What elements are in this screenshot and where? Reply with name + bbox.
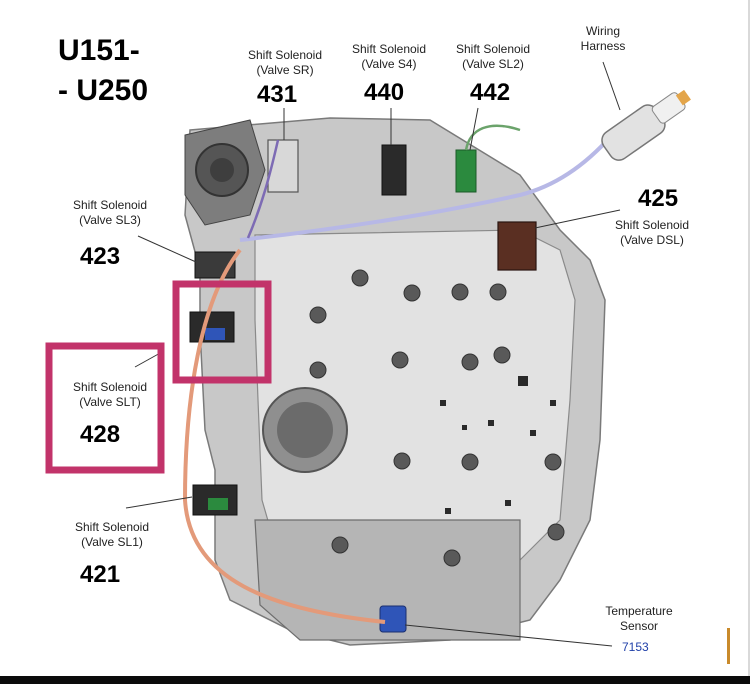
label-sl3-name: Shift Solenoid [72, 198, 148, 212]
label-s4-name: Shift Solenoid [351, 42, 427, 56]
label-s4-valve: (Valve S4) [361, 57, 417, 71]
bolt [544, 453, 562, 471]
solenoid-sl2 [455, 149, 477, 193]
leader-harness [602, 61, 621, 111]
page-title-line1: U151- [58, 34, 140, 67]
round-port-inner [277, 402, 333, 458]
plate-hole [462, 425, 467, 430]
code-sr: 431 [257, 81, 298, 108]
plate-hole-group [440, 376, 556, 514]
right-accent-bar [727, 628, 730, 664]
label-dsl-name: Shift Solenoid [614, 218, 690, 232]
label-temp-line2: Sensor [619, 619, 659, 633]
bolt [309, 306, 327, 324]
code-sl1: 421 [80, 561, 121, 588]
code-temp: 7153 [622, 640, 649, 654]
bolt [403, 284, 421, 302]
label-sl2-valve: (Valve SL2) [462, 57, 524, 71]
page-title-line2: - U250 [58, 74, 149, 107]
bolt [461, 353, 479, 371]
plate-hole [445, 508, 451, 514]
bolt [443, 549, 461, 567]
highlight-label-box [45, 342, 165, 474]
wire-harness-cable [239, 133, 614, 242]
plate-hole [488, 420, 494, 426]
label-slt-valve: (Valve SLT) [79, 395, 141, 409]
plate-hole [550, 400, 556, 406]
code-dsl: 425 [638, 185, 679, 212]
solenoid-slt-cap [205, 328, 225, 340]
plate-hole [530, 430, 536, 436]
bolt [351, 269, 369, 287]
label-dsl: Shift Solenoid (Valve DSL) [600, 218, 704, 248]
label-sl2-name: Shift Solenoid [455, 42, 531, 56]
solenoid-sl1-cap [208, 498, 228, 510]
right-edge-line [748, 0, 750, 684]
label-sl3: Shift Solenoid (Valve SL3) [58, 198, 162, 228]
bolt [451, 283, 469, 301]
label-sl1-name: Shift Solenoid [74, 520, 150, 534]
leader-sl1 [125, 496, 193, 509]
bolt [309, 361, 327, 379]
label-harness-line2: Harness [580, 39, 626, 53]
leader-sl3 [137, 235, 197, 263]
label-sr-name: Shift Solenoid [247, 48, 323, 62]
bolt [461, 453, 479, 471]
label-temp-line1: Temperature [605, 604, 673, 618]
wire-purple [246, 139, 280, 239]
solenoid-dsl [497, 221, 537, 271]
plate-hole [440, 400, 446, 406]
code-sl3: 423 [80, 243, 121, 270]
code-sl2: 442 [470, 79, 511, 106]
code-slt: 428 [80, 421, 121, 448]
label-harness-line1: Wiring [585, 24, 620, 38]
label-harness: Wiring Harness [566, 24, 640, 54]
label-sl1-valve: (Valve SL1) [81, 535, 143, 549]
bolt [489, 283, 507, 301]
plate-hole [518, 376, 528, 386]
label-sr: Shift Solenoid (Valve SR) [226, 48, 344, 78]
bolt [331, 536, 349, 554]
bolt [393, 452, 411, 470]
label-sl3-valve: (Valve SL3) [79, 213, 141, 227]
solenoid-s4 [381, 144, 407, 196]
bolt [547, 523, 565, 541]
label-slt: Shift Solenoid (Valve SLT) [58, 380, 162, 410]
label-sl1: Shift Solenoid (Valve SL1) [60, 520, 164, 550]
bolt [493, 346, 511, 364]
bolt-group [309, 269, 565, 567]
leader-temp [404, 624, 613, 647]
pump-gear-hub [210, 158, 234, 182]
label-s4: Shift Solenoid (Valve S4) [336, 42, 442, 72]
temp-sensor [379, 605, 407, 633]
label-slt-name: Shift Solenoid [72, 380, 148, 394]
wiring-harness-connector [601, 89, 691, 161]
bolt [391, 351, 409, 369]
label-dsl-valve: (Valve DSL) [620, 233, 684, 247]
wire-green [464, 124, 521, 151]
label-sr-valve: (Valve SR) [256, 63, 314, 77]
leader-dsl [534, 209, 621, 229]
wire-orange [182, 248, 386, 624]
leader-sl2 [469, 107, 479, 151]
solenoid-sr [267, 139, 299, 193]
label-temp: Temperature Sensor [592, 604, 686, 634]
bottom-bar [0, 676, 750, 684]
highlight-solenoid-box [172, 280, 272, 384]
plate-hole [505, 500, 511, 506]
code-s4: 440 [364, 79, 405, 106]
label-sl2: Shift Solenoid (Valve SL2) [440, 42, 546, 72]
